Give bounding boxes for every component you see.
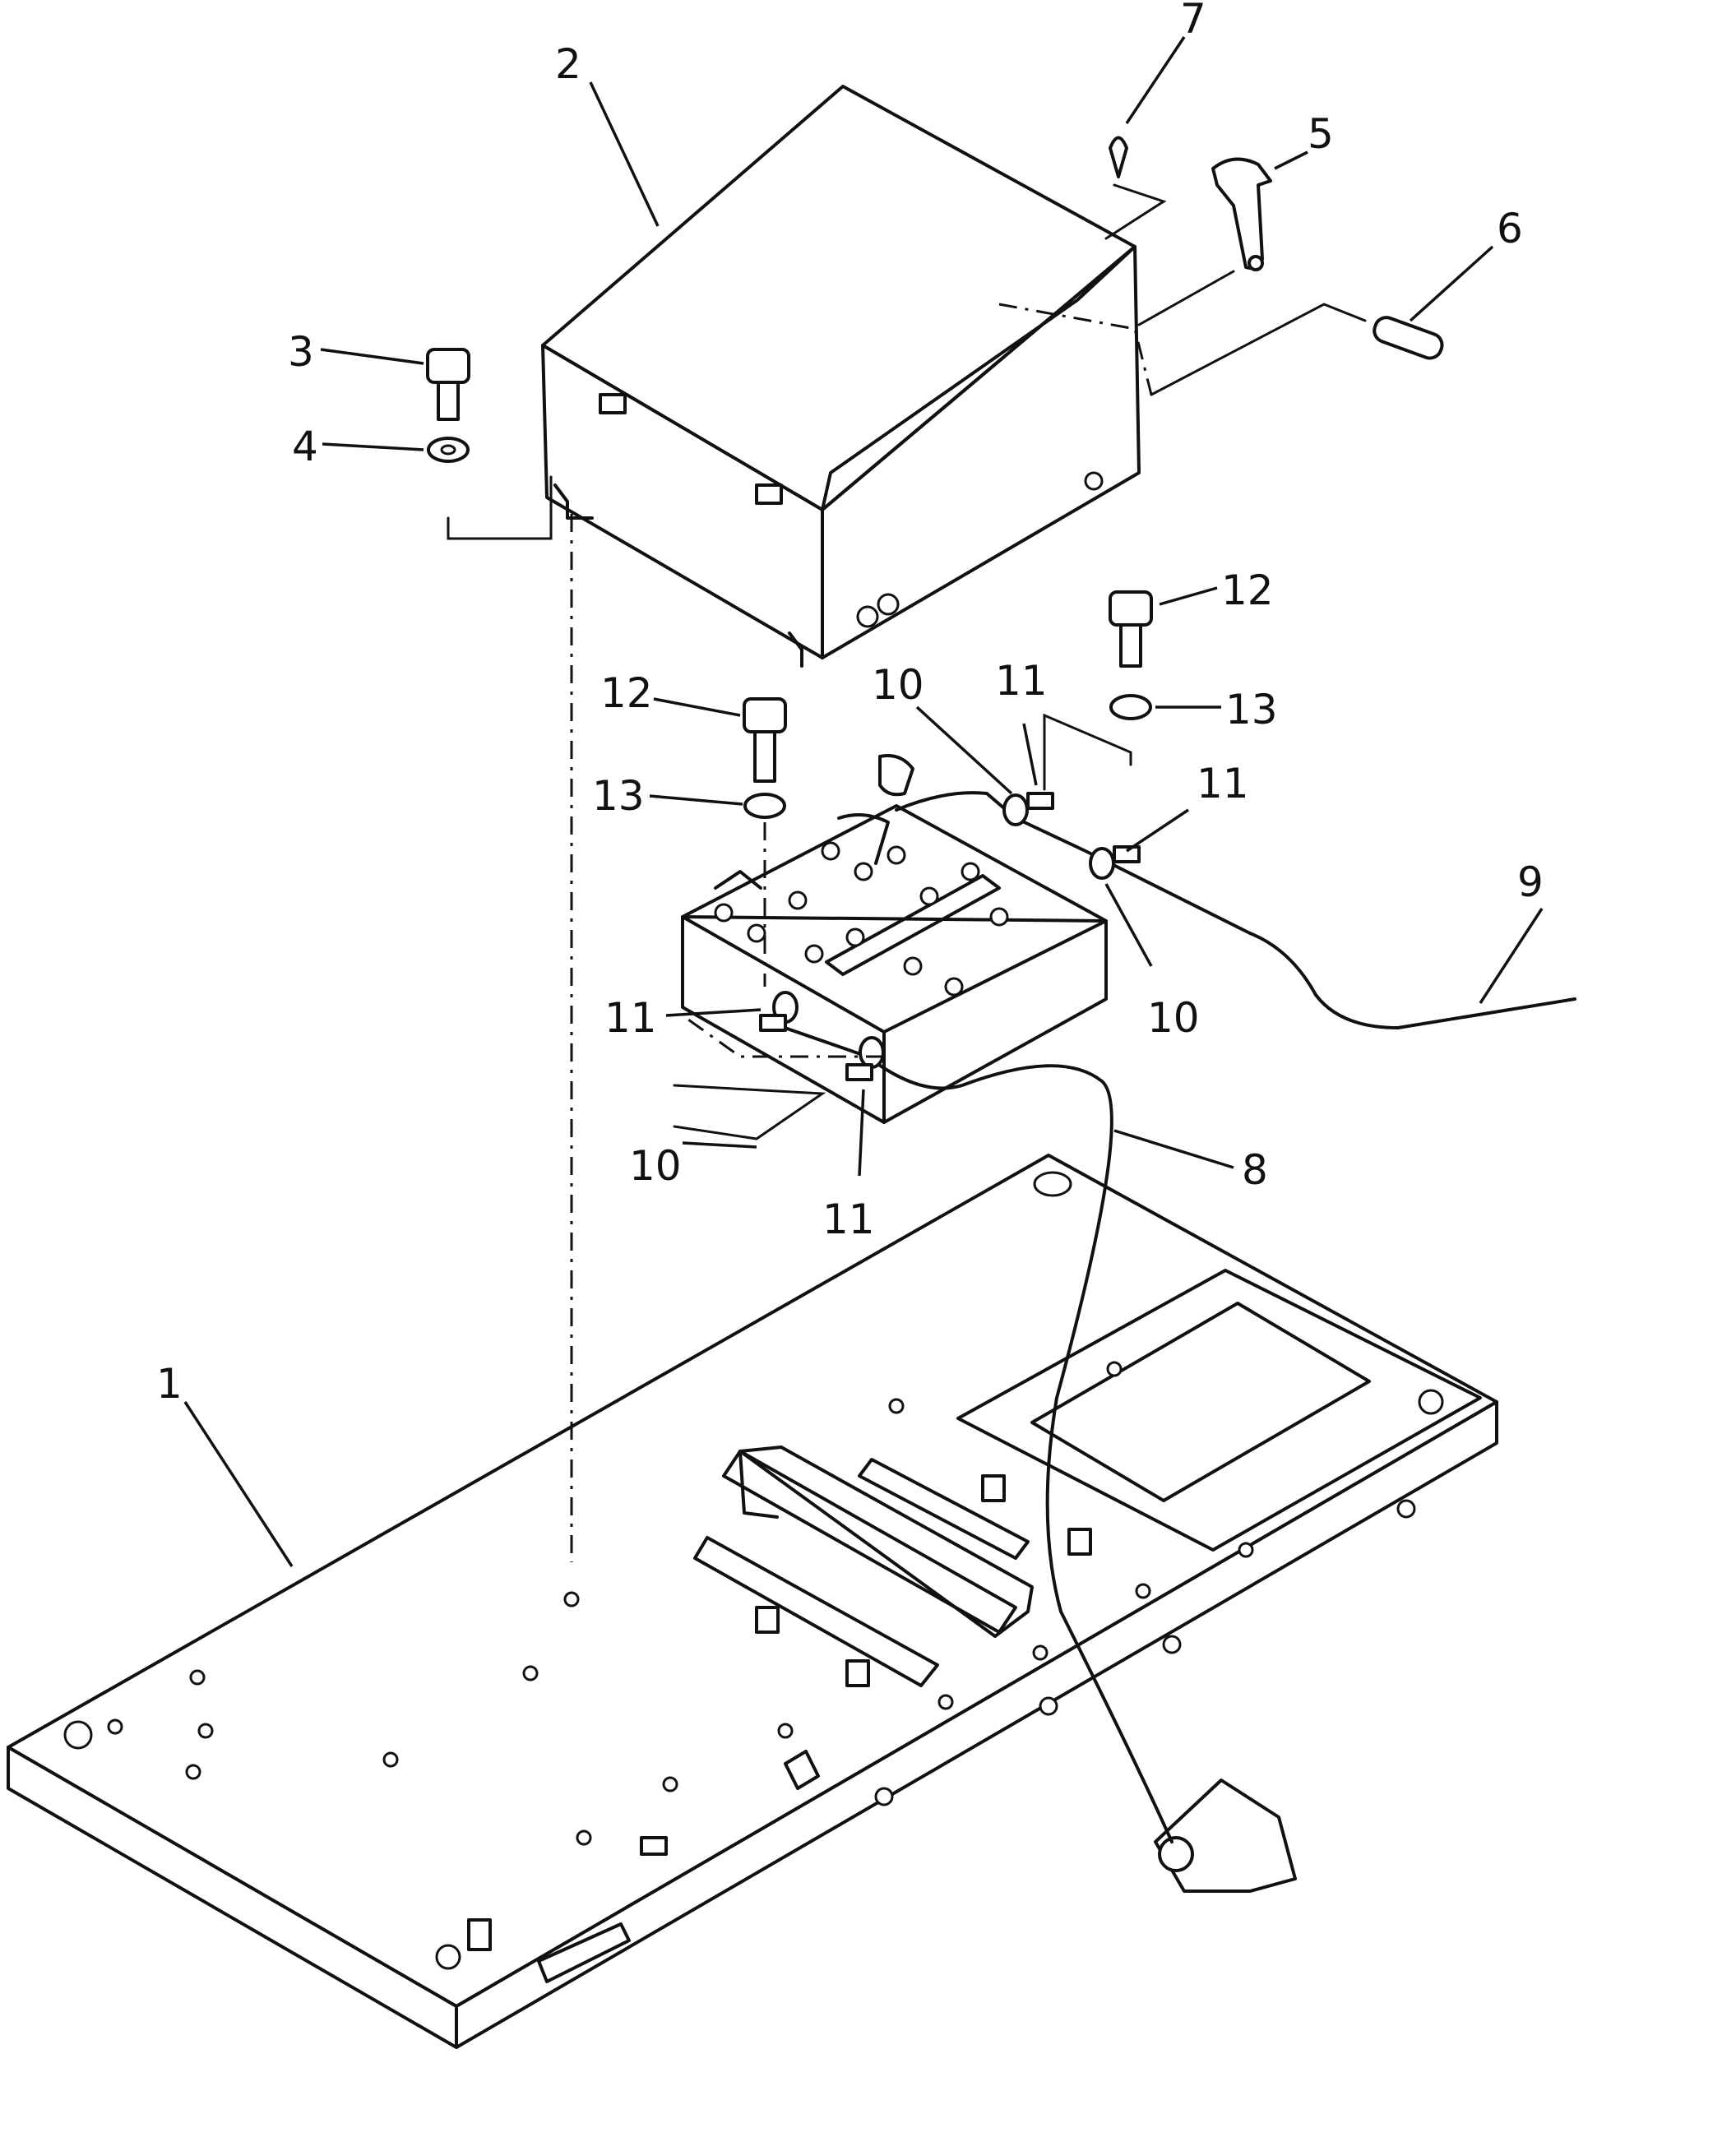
- callout-1: 1: [156, 1360, 183, 1408]
- guide-line-6: [1150, 303, 1367, 396]
- bolt-3: [426, 348, 470, 421]
- cable-8: [866, 1055, 1174, 1843]
- guide-line-7: [1104, 183, 1167, 240]
- callout-6: 6: [1497, 205, 1523, 252]
- lever-5: [1211, 157, 1272, 271]
- callout-5: 5: [1308, 110, 1334, 158]
- callout-12-right: 12: [1221, 567, 1274, 614]
- guide-line-12: [1043, 713, 1132, 791]
- guide-line-5: [1137, 270, 1235, 326]
- callout-10-top: 10: [872, 661, 924, 709]
- cable-9-terminal: [878, 754, 914, 797]
- callout-12-left: 12: [600, 669, 653, 717]
- callout-4: 4: [292, 423, 318, 470]
- cable-8-battery-end: [771, 1022, 869, 1058]
- callout-11-top: 11: [995, 657, 1048, 705]
- callout-10-left: 10: [629, 1142, 682, 1190]
- callout-3: 3: [288, 328, 314, 376]
- clamp-10-11-b: [1089, 845, 1141, 880]
- clamp-10-11-a: [1002, 792, 1054, 826]
- callout-9: 9: [1517, 858, 1544, 906]
- battery-box: [541, 85, 1141, 668]
- callout-7: 7: [1180, 0, 1206, 43]
- washer-13-right: [1109, 694, 1152, 720]
- callout-11-right: 11: [1197, 760, 1249, 807]
- cable-9: [895, 791, 1576, 1029]
- guide-line-10: [673, 1084, 826, 1140]
- callout-13-left: 13: [592, 772, 645, 820]
- clamp-10-11-c: [759, 991, 799, 1032]
- batteries: [681, 804, 1108, 1124]
- callout-2: 2: [555, 40, 581, 88]
- clamp-10-11-d: [845, 1036, 885, 1081]
- callout-13-right: 13: [1225, 686, 1278, 733]
- callouts: 1 2 3 4 5 6 7 8 9 10 10 10 11 11 11 11 1…: [156, 0, 1544, 1408]
- pin-6: [1373, 316, 1444, 360]
- callout-11-bottom: 11: [822, 1196, 875, 1243]
- bolt-12-right: [1109, 590, 1153, 668]
- washer-4: [427, 437, 470, 463]
- callout-11-left: 11: [604, 994, 657, 1042]
- callout-8: 8: [1242, 1146, 1268, 1194]
- callout-10-right: 10: [1147, 994, 1200, 1042]
- cotter-pin-7: [1109, 136, 1128, 178]
- guide-line-battery: [682, 1014, 884, 1058]
- bolt-12-left: [743, 697, 787, 783]
- guide-line-4: [447, 475, 553, 540]
- leader-lines: [183, 36, 1544, 1567]
- washer-13-left: [743, 793, 786, 819]
- guide-line-pin: [998, 303, 1153, 395]
- base-plate: [7, 1154, 1498, 2049]
